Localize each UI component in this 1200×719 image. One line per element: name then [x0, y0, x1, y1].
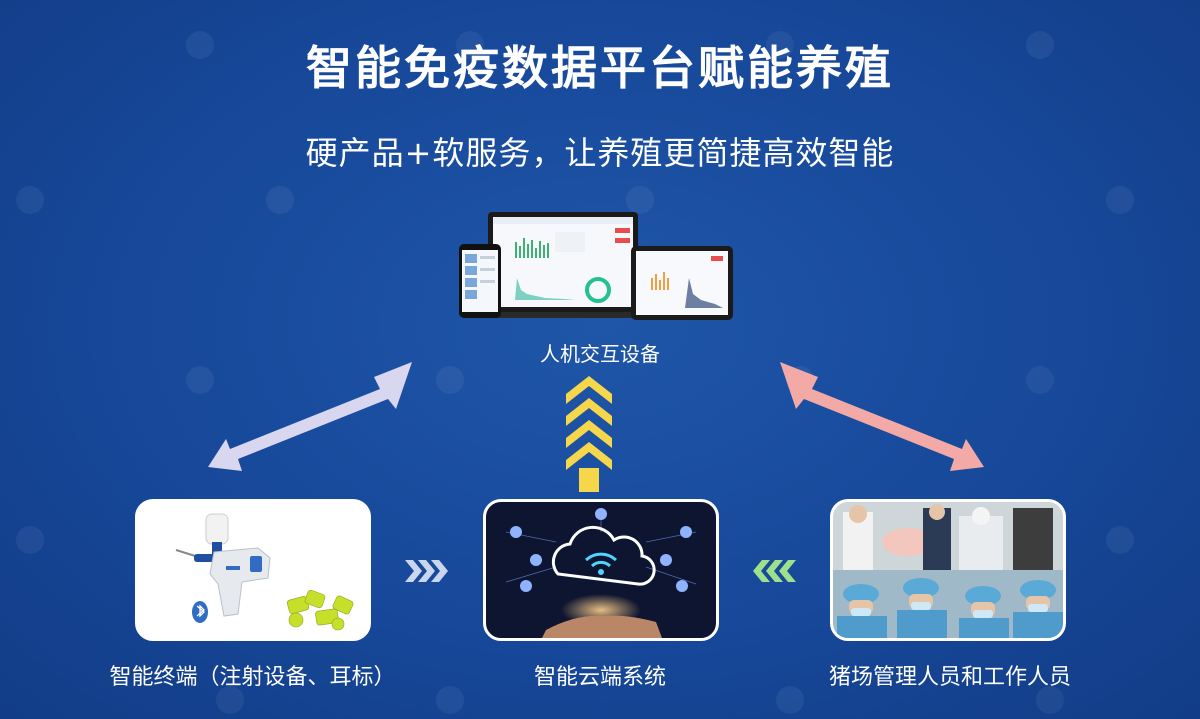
right-double-arrow: [780, 362, 984, 471]
farm-staff-photo: [833, 502, 1063, 638]
smart-cloud-label: 智能云端系统: [533, 665, 666, 690]
farm-staff-card: [830, 499, 1066, 641]
left-double-arrow: [208, 362, 412, 471]
cloud-hand-image: [505, 508, 697, 638]
injection-device-image: [175, 513, 354, 631]
right-chevrons-icon: [405, 560, 448, 582]
upward-chevron-arrow: [566, 376, 612, 492]
farm-staff-label: 猪场管理人员和工作人员: [828, 665, 1071, 690]
hmi-devices-image: [459, 212, 733, 320]
hmi-label: 人机交互设备: [540, 342, 660, 366]
page-title: 智能免疫数据平台赋能养殖: [306, 41, 894, 95]
smart-cloud-card: [483, 499, 719, 641]
smart-terminal-card: [135, 499, 371, 641]
page-subtitle: 硬产品+软服务，让养殖更简捷高效智能: [305, 134, 895, 172]
left-chevrons-icon: [753, 560, 796, 582]
smart-terminal-label: 智能终端（注射设备、耳标）: [109, 665, 396, 690]
